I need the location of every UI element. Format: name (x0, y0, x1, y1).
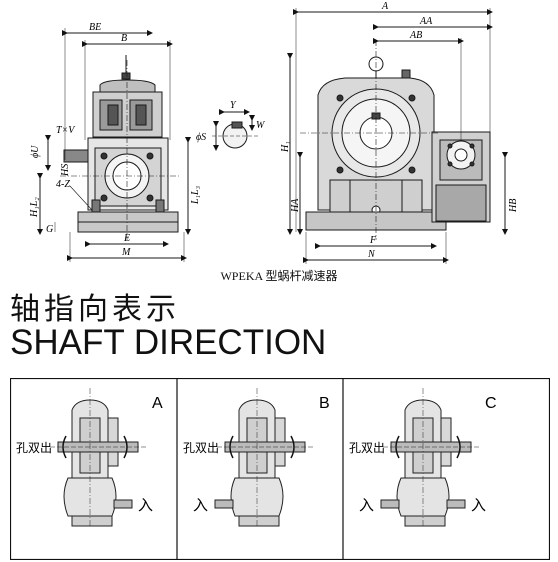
dim-l1l3: L₁L₃ (190, 185, 201, 205)
dim-u: ϕU (30, 145, 41, 158)
dim-hb: HB (508, 199, 519, 213)
dim-s: ϕS (196, 132, 206, 143)
dim-h1l2: H₁L₂ (29, 197, 40, 218)
front-view-labels: A AA AB H₁ HA HB F N (280, 1, 519, 260)
dim-be: BE (89, 22, 101, 33)
input-label-left: 入 (359, 496, 374, 514)
shaft-key-detail (212, 109, 258, 151)
dim-ab: AB (409, 30, 422, 41)
input-label-right: 入 (471, 496, 486, 514)
shaft-direction-panels: A 入 孔双出 B 入 孔双出 C 入 入 孔双出 (10, 378, 550, 560)
shaft-direction-title-cn: 轴指向表示 (10, 292, 180, 327)
side-view (37, 28, 191, 262)
shaft-direction-title-en: SHAFT DIRECTION (10, 323, 327, 362)
panel-a: A 入 孔双出 (16, 388, 163, 528)
dim-m: M (121, 247, 131, 258)
gear-reducer-technical-drawing: BE B T×V ϕU HS H₁L₂ 4-Z G E M L₁L₃ Y W ϕ… (29, 1, 519, 264)
front-view (287, 8, 508, 264)
dim-hs: HS (60, 164, 71, 177)
dim-ha: HA (290, 198, 301, 213)
dim-tv: T×V (56, 125, 76, 136)
figure-caption: WPEKA 型蜗杆减速器 (220, 269, 338, 283)
input-label-left: 入 (193, 496, 208, 514)
dim-n: N (367, 249, 376, 260)
dim-z: 4-Z (56, 179, 70, 190)
dim-e: E (123, 233, 130, 244)
output-label: 孔双出 (349, 441, 385, 455)
dim-a: A (381, 1, 389, 12)
dim-b: B (121, 33, 127, 44)
panel-letter: C (485, 395, 497, 412)
shaft-key-labels: Y W ϕS (196, 100, 266, 143)
dim-aa: AA (419, 16, 433, 27)
dim-h1: H₁ (280, 141, 291, 153)
panel-c: C 入 入 孔双出 (349, 388, 497, 528)
dim-y: Y (230, 100, 237, 111)
panel-letter: A (152, 395, 163, 412)
panel-letter: B (319, 395, 330, 412)
output-label: 孔双出 (183, 441, 219, 455)
side-view-labels: BE B T×V ϕU HS H₁L₂ 4-Z G E M L₁L₃ (29, 22, 201, 258)
output-label: 孔双出 (16, 441, 52, 455)
dim-f: F (369, 235, 377, 246)
panel-b: B 入 孔双出 (183, 388, 330, 528)
input-label-right: 入 (138, 496, 153, 514)
dim-g: G (46, 224, 53, 235)
dim-w: W (256, 120, 266, 131)
